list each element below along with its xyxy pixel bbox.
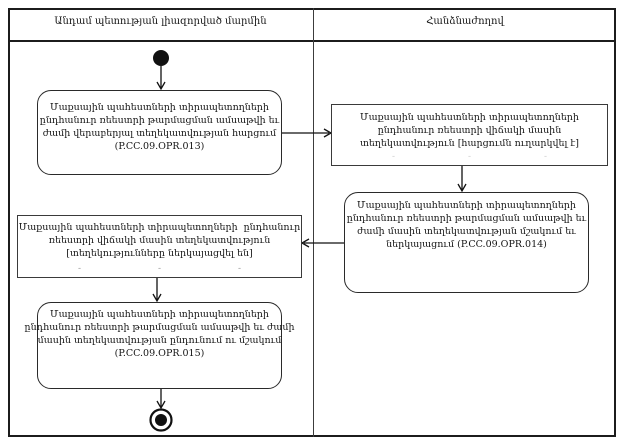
arrowhead-left-icon (300, 238, 310, 248)
dash-marker: - (78, 264, 82, 274)
arrowhead-down-icon (156, 81, 166, 91)
activity-text-line: ներկայացում (P.CC.09.OPR.014) (386, 239, 547, 250)
dash-marker: - (237, 264, 241, 274)
activity-text-line: Մաքսային պահեստների տիրապետողների (360, 112, 579, 123)
lane-header-member-state: Անդամ պետության լիազորված մարմին (54, 16, 267, 27)
dash-marker: - (157, 264, 162, 274)
swimlane-divider (313, 8, 314, 437)
dash-marker: - (543, 152, 547, 162)
activity-text-line: Մաքսային պահեստների տիրապետողների (50, 309, 269, 320)
dash-marker: - (467, 152, 472, 162)
activity-text-line: [տեղեկությունները ներկայացվել են] (66, 248, 253, 259)
final-node-inner-icon (155, 414, 167, 426)
activity-text-line: ընդհանուր ռեեստրի վիճակի մասին (377, 125, 562, 136)
activity-process-present-opr014: Մաքսային պահեստների տիրապետողների ընդհան… (344, 192, 589, 293)
dash-markers-row: - - - (332, 153, 607, 162)
object-register-state-info-presented: Մաքսային պահեստների տիրապետողների ընդհան… (17, 215, 302, 278)
activity-receive-process-opr015: Մաքսային պահեստների տիրապետողների ընդհան… (25, 302, 294, 389)
activity-text-line: ընդհանուր ռեեստրի թարմացման ամսաթվի եւ (346, 213, 587, 224)
activity-text-line: (P.CC.09.OPR.015) (114, 348, 205, 359)
activity-text-line: ընդհանուր ռեեստրի թարմացման ամսաթվի եւ (39, 115, 280, 126)
arrowhead-down-icon (457, 183, 467, 193)
final-node-outer-icon (149, 408, 173, 432)
activity-text-line: ռեեստրի վիճակի մասին տեղեկատվություն (48, 235, 271, 246)
activity-text-line: տեղեկատվություն [հարցումն ուղարկվել է] (360, 138, 579, 149)
activity-text-line: ժամի վերաբերյալ տեղեկատվության հարցում (42, 128, 277, 139)
activity-text-line: ընդհանուր ռեեստրի թարմացման ամսաթվի եւ ժ… (24, 322, 295, 333)
lane-header-commission: Հանձնաժողով (426, 16, 504, 27)
activity-text-line: Մաքսային պահեստների տիրապետողների (357, 200, 576, 211)
activity-request-info-opr013: Մաքսային պահեստների տիրապետողների ընդհան… (37, 90, 282, 175)
dash-markers-row: - - - (18, 265, 301, 274)
activity-text-line: Մաքսային պահեստների տիրապետողների (50, 102, 269, 113)
activity-text-line: ժամի մասին տեղեկատվության մշակում եւ (357, 226, 576, 237)
activity-text-line: (P.CC.09.OPR.013) (114, 141, 205, 152)
arrowhead-down-icon (156, 400, 166, 410)
activity-text-line: Մաքսային պահեստների տիրապետողների ընդհան… (18, 222, 301, 233)
diagram-frame (8, 8, 616, 437)
activity-text-line: մասին տեղեկատվության ընդունում ու մշակու… (37, 335, 282, 346)
dash-marker: - (392, 152, 396, 162)
object-register-state-request-sent: Մաքսային պահեստների տիրապետողների ընդհան… (331, 104, 608, 166)
header-divider (8, 40, 616, 42)
start-node-icon (153, 50, 169, 66)
arrowhead-down-icon (152, 293, 162, 303)
